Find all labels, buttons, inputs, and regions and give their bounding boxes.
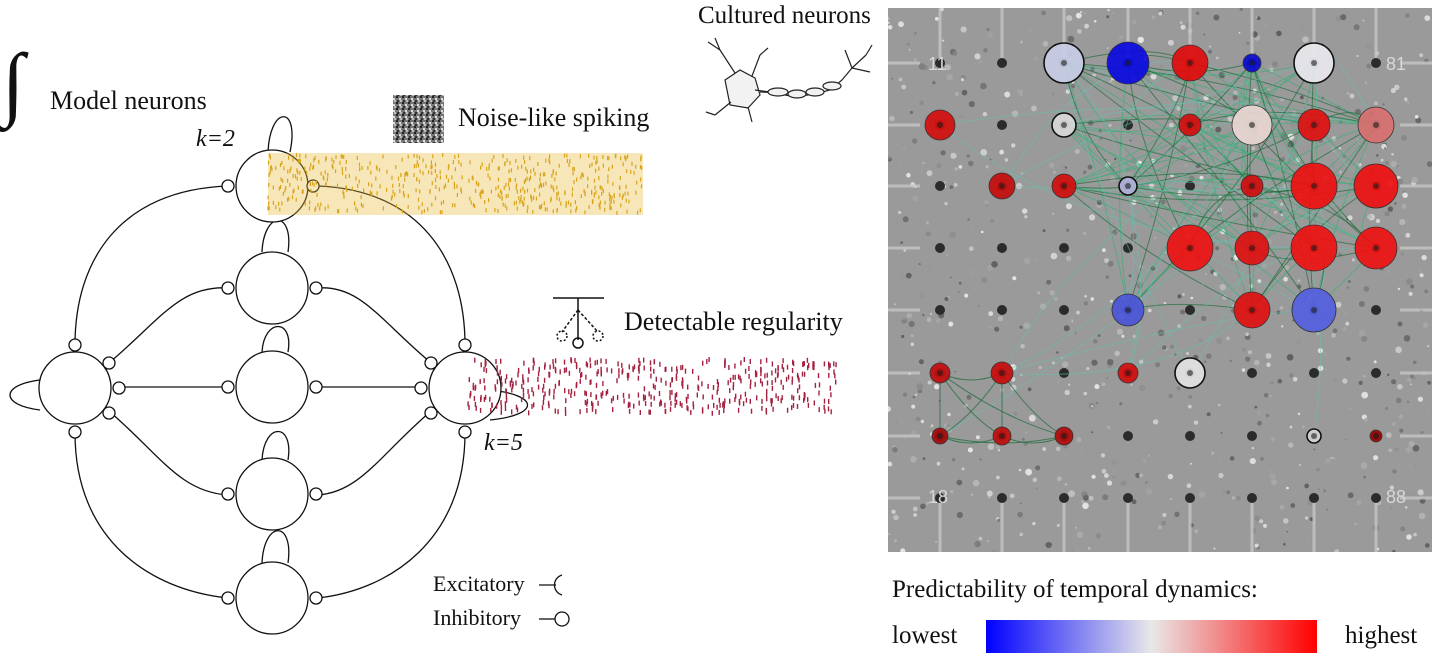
integral-symbol: ∫ (2, 37, 25, 128)
noise-label: Noise-like spiking (458, 103, 650, 132)
neuron-right (428, 351, 502, 425)
self-loop-n4 (261, 431, 290, 461)
colorbar (986, 620, 1317, 653)
cultured-neurons-title: Cultured neurons (698, 2, 871, 29)
self-loop-left (9, 379, 41, 411)
self-loop-right (489, 389, 528, 421)
connection-bottom-right (317, 432, 466, 599)
self-loop-bottom (261, 530, 290, 564)
cultured-neuron-icon (705, 37, 873, 123)
legend-inhibitory-label: Inhibitory (433, 605, 521, 630)
colorbar-title: Predictability of temporal dynamics: (892, 576, 1258, 603)
connection-n4-right (317, 411, 431, 496)
regularity-label: Detectable regularity (624, 307, 843, 336)
neuron-bottom (235, 561, 309, 635)
connection-bottom-left (74, 432, 229, 599)
self-loop-top (267, 116, 293, 153)
k-right-label: k=5 (484, 430, 523, 456)
synapse-terminals (68, 179, 472, 605)
legend-excitatory-label: Excitatory (433, 571, 525, 596)
model-neurons-title: Model neurons (50, 86, 207, 115)
connection-top-right (317, 185, 466, 346)
chip-label-18: 18 (928, 487, 949, 507)
legend-inhibitory-symbol (539, 611, 570, 627)
self-loop-n2 (261, 220, 290, 253)
colorbar-low-label: lowest (892, 622, 958, 649)
connection-n4-left (109, 411, 229, 496)
regular-raster-ticks (467, 357, 837, 416)
connection-n2-left (109, 287, 229, 363)
legend-excitatory-symbol (539, 574, 563, 596)
k-top-label: k=2 (196, 126, 235, 152)
chip-label-81: 81 (1386, 54, 1407, 74)
colorbar-high-label: highest (1345, 622, 1418, 649)
connection-top-left (74, 185, 229, 346)
self-loop-n3 (261, 325, 290, 353)
model-network (9, 116, 528, 635)
connection-n2-right (317, 287, 431, 363)
neuron-3 (235, 350, 309, 424)
neuron-left (38, 351, 112, 425)
neuron-4 (235, 457, 309, 531)
neuron-2 (235, 251, 309, 325)
chip-label-11: 11 (928, 54, 947, 74)
detector-icon (553, 297, 604, 349)
chip-label-88: 88 (1386, 487, 1407, 507)
noise-icon (393, 95, 444, 143)
chip-image (888, 8, 1432, 552)
noise-raster-ticks (267, 153, 643, 215)
